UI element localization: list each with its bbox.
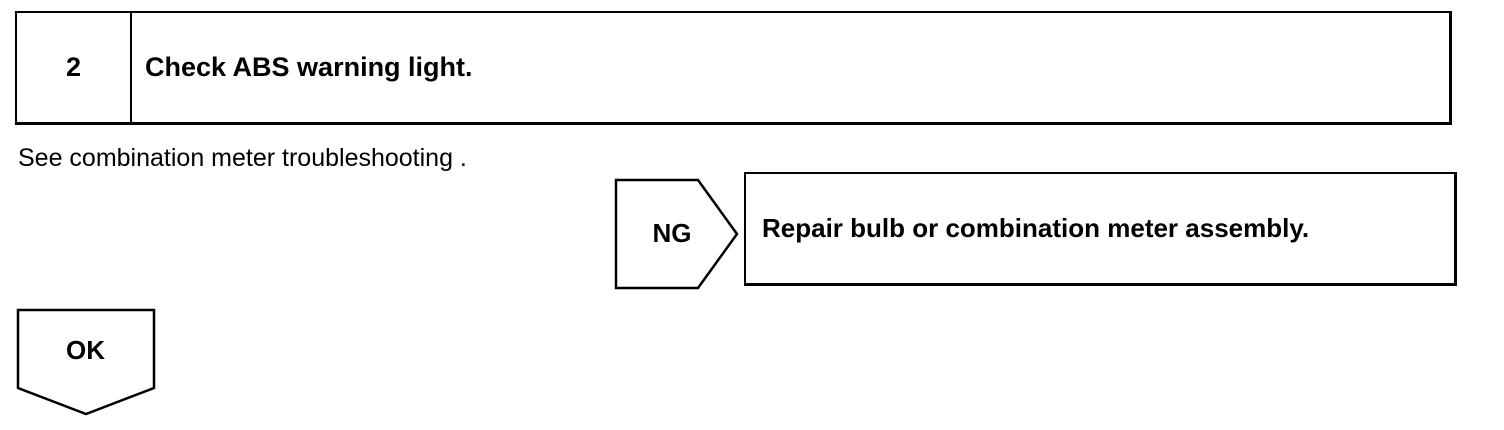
ok-label: OK	[66, 334, 105, 365]
step-divider	[130, 13, 132, 122]
ng-action-box: Repair bulb or combination meter assembl…	[744, 172, 1457, 286]
instruction-text: See combination meter troubleshooting .	[18, 144, 467, 172]
step-number: 2	[65, 52, 82, 82]
ng-label: NG	[652, 217, 692, 248]
ng-action-text: Repair bulb or combination meter assembl…	[762, 213, 1310, 243]
step-header-box: 2 Check ABS warning light.	[15, 11, 1452, 125]
step-title: Check ABS warning light.	[145, 52, 473, 82]
ok-arrow-shape	[16, 308, 156, 416]
ng-arrow-shape	[614, 178, 739, 290]
